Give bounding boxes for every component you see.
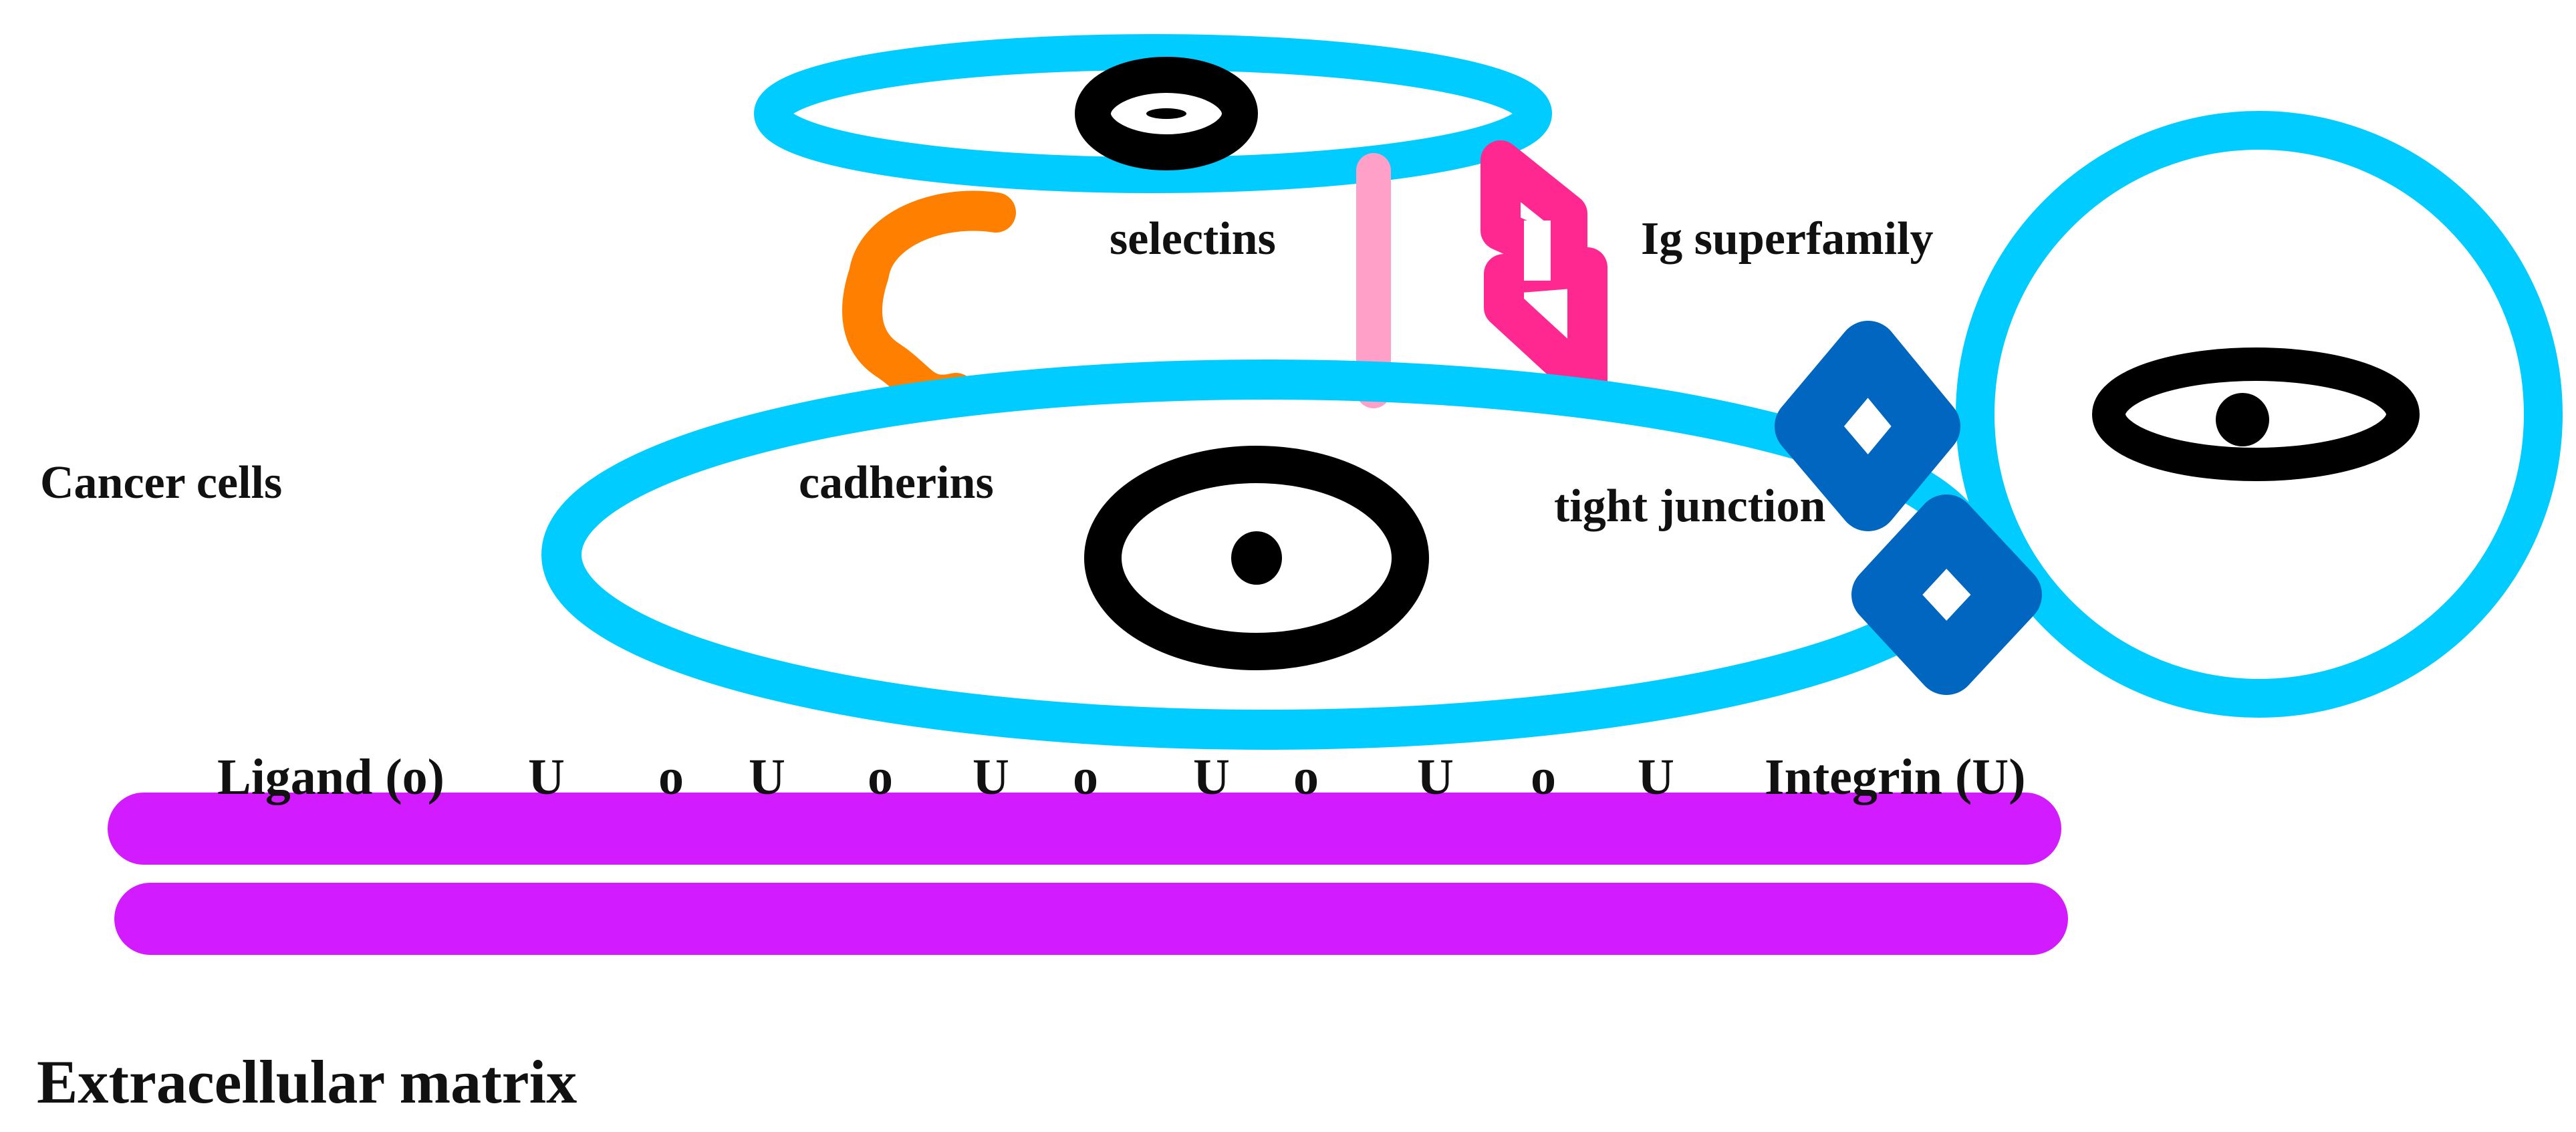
top-cancer-cell (754, 34, 1552, 193)
right-cancer-cell (1956, 111, 2563, 718)
central-cell-nucleolus (1231, 531, 1282, 585)
cadherins-label: cadherins (799, 457, 994, 509)
cadherin-connector (842, 190, 1016, 415)
cancer-cells-label: Cancer cells (40, 457, 282, 509)
integrin-symbol: U (749, 749, 785, 805)
ig-superfamily-label: Ig superfamily (1641, 213, 1934, 265)
ligand-symbol: o (868, 749, 893, 805)
central-cancer-cell (541, 360, 1992, 750)
ligand-symbol: o (1531, 749, 1556, 805)
tight-junction-label: tight junction (1554, 480, 1825, 532)
central-cell-nucleus (1084, 446, 1429, 670)
extracellular-matrix-label: Extracellular matrix (37, 1048, 577, 1116)
ig-superfamily-molecule (1480, 140, 1607, 404)
right-cell-nucleus (2092, 347, 2420, 481)
integrin-symbol: U (528, 749, 565, 805)
right-cell-nucleolus (2216, 393, 2269, 446)
right-cell-membrane (1956, 111, 2563, 718)
integrin-symbol: U (1193, 749, 1230, 805)
selectins-label: selectins (1110, 213, 1276, 265)
extracellular-matrix-fibers (108, 793, 2068, 955)
ligand-symbol: o (1293, 749, 1319, 805)
integrin-symbol: U (1417, 749, 1454, 805)
integrin-label: Integrin (U) (1765, 749, 2026, 805)
integrin-symbol: U (1638, 749, 1674, 805)
tight-junction (1775, 321, 2042, 695)
ligand-integrin-row: Ligand (o) U o U o U o U o U o U Integri… (217, 749, 2026, 805)
top-cell-membrane (754, 34, 1552, 193)
ligand-symbol: o (1073, 749, 1098, 805)
integrin-symbol: U (973, 749, 1009, 805)
ligand-symbol: o (658, 749, 684, 805)
top-cell-nucleus (1075, 57, 1258, 170)
ligand-label: Ligand (o) (217, 749, 444, 805)
top-cell-nucleolus (1146, 108, 1186, 119)
